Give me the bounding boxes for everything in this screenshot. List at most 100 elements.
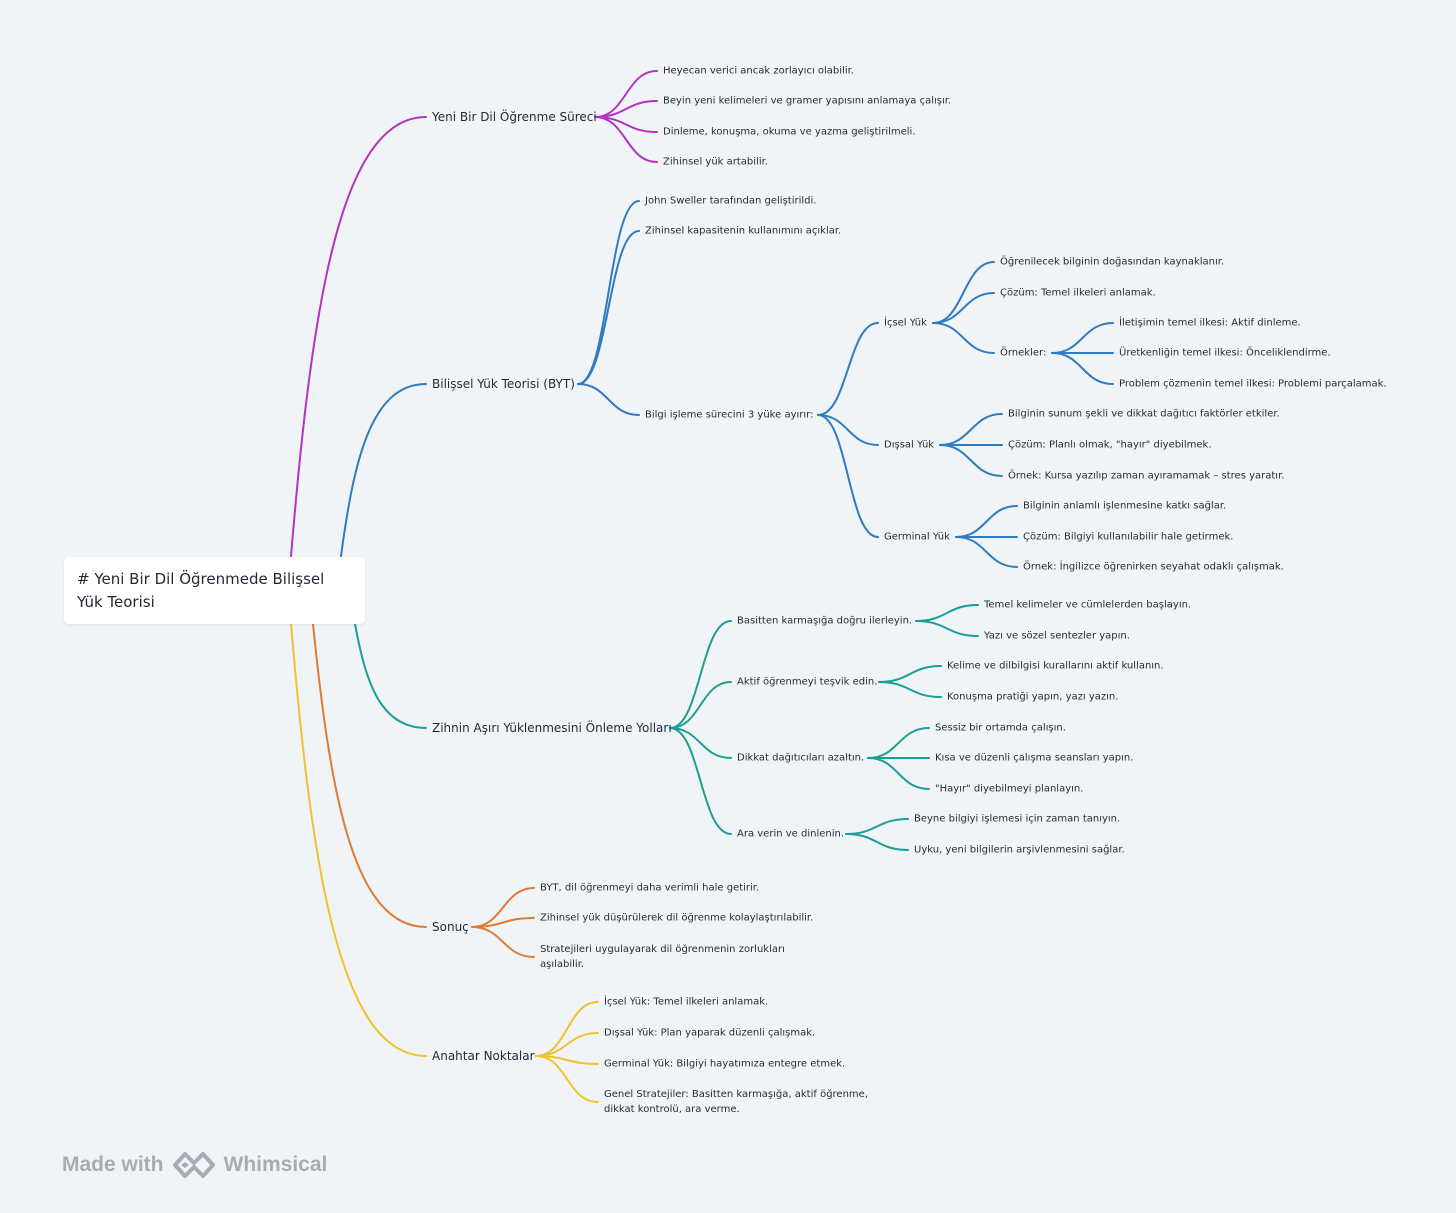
node-0-2[interactable]: Dinleme, konuşma, okuma ve yazma gelişti… <box>663 125 916 140</box>
node-label: Basitten karmaşığa doğru ilerleyin. <box>737 615 913 627</box>
node-label: Beyin yeni kelimeleri ve gramer yapısını… <box>663 95 952 107</box>
node-1-2[interactable]: Bilgi işleme sürecini 3 yüke ayırır: <box>645 408 813 423</box>
node-2[interactable]: Zihnin Aşırı Yüklenmesini Önleme Yolları <box>432 720 672 736</box>
node-4-1[interactable]: Dışsal Yük: Plan yaparak düzenli çalışma… <box>604 1026 815 1041</box>
made-with-whimsical-badge[interactable]: Made with Whimsical <box>62 1148 327 1182</box>
node-1-2-0-2-1[interactable]: Üretkenliğin temel ilkesi: Önceliklendir… <box>1119 346 1331 361</box>
connector-2-0 <box>669 620 732 729</box>
node-1-2-0-1[interactable]: Çözüm: Temel ilkeleri anlamak. <box>1000 286 1156 301</box>
connector-4-3 <box>535 1055 599 1103</box>
node-4-3[interactable]: Genel Stratejiler: Basitten karmaşığa, a… <box>604 1087 874 1117</box>
node-1-2-0-2[interactable]: Örnekler: <box>1000 346 1046 361</box>
connector-1-2-0-2 <box>932 322 995 354</box>
node-1-2-2-2[interactable]: Örnek: İngilizce öğrenirken seyahat odak… <box>1023 560 1284 575</box>
node-label: BYT, dil öğrenmeyi daha verimli hale get… <box>540 882 760 894</box>
node-3-0[interactable]: BYT, dil öğrenmeyi daha verimli hale get… <box>540 881 759 896</box>
node-label: John Sweller tarafından geliştirildi. <box>645 195 817 207</box>
node-1-1[interactable]: Zihinsel kapasitenin kullanımını açıklar… <box>645 224 841 239</box>
node-label: Bilgi işleme sürecini 3 yüke ayırır: <box>645 409 814 421</box>
made-with-text: Made with <box>62 1153 164 1176</box>
node-3-2[interactable]: Stratejileri uygulayarak dil öğrenmenin … <box>540 942 800 972</box>
node-2-2-2[interactable]: "Hayır" diyebilmeyi planlayın. <box>935 782 1083 797</box>
node-2-2-0[interactable]: Sessiz bir ortamda çalışın. <box>935 721 1066 736</box>
node-1-2-1-1[interactable]: Çözüm: Planlı olmak, "hayır" diyebilmek. <box>1008 438 1212 453</box>
node-2-0-0[interactable]: Temel kelimeler ve cümlelerden başlayın. <box>984 598 1191 613</box>
node-label: Beyne bilgiyi işlemesi için zaman tanıyı… <box>914 813 1121 825</box>
node-label: Problem çözmenin temel ilkesi: Problemi … <box>1119 378 1387 390</box>
root-node[interactable]: # Yeni Bir Dil Öğrenmede Bilişsel Yük Te… <box>64 557 365 624</box>
node-label: Zihinsel kapasitenin kullanımını açıklar… <box>645 225 842 237</box>
node-1-2-1[interactable]: Dışsal Yük <box>884 438 934 453</box>
node-label: Çözüm: Temel ilkeleri anlamak. <box>1000 287 1156 299</box>
node-2-3-0[interactable]: Beyne bilgiyi işlemesi için zaman tanıyı… <box>914 812 1120 827</box>
node-1-2-0[interactable]: İçsel Yük <box>884 316 927 331</box>
node-label: Dışsal Yük: Plan yaparak düzenli çalışma… <box>604 1027 816 1039</box>
node-label: Aktif öğrenmeyi teşvik edin. <box>737 676 878 688</box>
connector-2-2 <box>669 727 732 759</box>
node-2-3[interactable]: Ara verin ve dinlenin. <box>737 827 844 842</box>
node-label: Çözüm: Planlı olmak, "hayır" diyebilmek. <box>1008 439 1212 451</box>
node-1-0[interactable]: John Sweller tarafından geliştirildi. <box>645 194 816 209</box>
connector-root-0 <box>290 116 427 557</box>
node-2-1-1[interactable]: Konuşma pratiği yapın, yazı yazın. <box>947 690 1118 705</box>
connector-1-2 <box>577 383 640 416</box>
node-label: Bilişsel Yük Teorisi (BYT) <box>432 377 575 391</box>
node-0-3[interactable]: Zihinsel yük artabilir. <box>663 155 768 170</box>
connector-1-2-1-0 <box>939 413 1003 446</box>
connector-1-2-1-2 <box>939 444 1003 477</box>
node-label: Konuşma pratiği yapın, yazı yazın. <box>947 691 1119 703</box>
node-2-0[interactable]: Basitten karmaşığa doğru ilerleyin. <box>737 614 912 629</box>
node-label: Örnekler: <box>1000 347 1047 359</box>
node-1-2-0-2-0[interactable]: İletişimin temel ilkesi: Aktif dinleme. <box>1119 316 1301 331</box>
node-2-1[interactable]: Aktif öğrenmeyi teşvik edin. <box>737 675 877 690</box>
connector-4-0 <box>535 1001 599 1057</box>
node-label: Heyecan verici ancak zorlayıcı olabilir. <box>663 65 854 77</box>
node-1-2-1-2[interactable]: Örnek: Kursa yazılıp zaman ayıramamak – … <box>1008 469 1284 484</box>
connector-1-2-0-2-0 <box>1051 322 1114 354</box>
connector-2-3-0 <box>845 818 909 835</box>
node-4-0[interactable]: İçsel Yük: Temel ilkeleri anlamak. <box>604 995 768 1010</box>
connector-2-1 <box>669 681 732 729</box>
node-2-2-1[interactable]: Kısa ve düzenli çalışma seansları yapın. <box>935 751 1133 766</box>
node-label: Stratejileri uygulayarak dil öğrenmenin … <box>540 944 785 970</box>
connector-1-2-0-0 <box>932 261 995 324</box>
connector-1-2-2 <box>817 414 879 538</box>
node-0-0[interactable]: Heyecan verici ancak zorlayıcı olabilir. <box>663 64 854 79</box>
node-4-2[interactable]: Germinal Yük: Bilgiyi hayatımıza entegre… <box>604 1057 845 1072</box>
connector-4-1 <box>535 1032 599 1057</box>
node-label: Uyku, yeni bilgilerin arşivlenmesini sağ… <box>914 844 1125 856</box>
node-3-1[interactable]: Zihinsel yük düşürülerek dil öğrenme kol… <box>540 911 813 926</box>
node-label: Dikkat dağıtıcıları azaltın. <box>737 752 865 764</box>
node-0-1[interactable]: Beyin yeni kelimeleri ve gramer yapısını… <box>663 94 951 109</box>
whimsical-logo-icon <box>172 1152 215 1178</box>
node-1-2-1-0[interactable]: Bilginin sunum şekli ve dikkat dağıtıcı … <box>1008 407 1280 422</box>
node-0[interactable]: Yeni Bir Dil Öğrenme Süreci <box>432 109 597 125</box>
node-2-2[interactable]: Dikkat dağıtıcıları azaltın. <box>737 751 864 766</box>
node-2-0-1[interactable]: Yazı ve sözel sentezler yapın. <box>984 629 1130 644</box>
node-2-3-1[interactable]: Uyku, yeni bilgilerin arşivlenmesini sağ… <box>914 843 1125 858</box>
node-label: Sessiz bir ortamda çalışın. <box>935 722 1066 734</box>
connector-0-0 <box>594 70 658 118</box>
node-1-2-0-0[interactable]: Öğrenilecek bilginin doğasından kaynakla… <box>1000 255 1224 270</box>
node-3[interactable]: Sonuç <box>432 919 469 935</box>
node-1-2-2-1[interactable]: Çözüm: Bilgiyi kullanılabilir hale getir… <box>1023 530 1233 545</box>
node-label: Yeni Bir Dil Öğrenme Süreci <box>432 110 597 124</box>
node-label: Germinal Yük <box>884 531 950 543</box>
node-4[interactable]: Anahtar Noktalar <box>432 1048 535 1064</box>
node-1-2-0-2-2[interactable]: Problem çözmenin temel ilkesi: Problemi … <box>1119 377 1387 392</box>
root-title: # Yeni Bir Dil Öğrenmede Bilişsel Yük Te… <box>77 570 325 611</box>
connector-2-0-0 <box>915 604 979 622</box>
node-1-2-2[interactable]: Germinal Yük <box>884 530 950 545</box>
node-label: Germinal Yük: Bilgiyi hayatımıza entegre… <box>604 1058 846 1070</box>
node-label: Sonuç <box>432 920 469 934</box>
connector-root-2 <box>354 623 427 729</box>
node-2-1-0[interactable]: Kelime ve dilbilgisi kurallarını aktif k… <box>947 659 1164 674</box>
connector-2-2-0 <box>867 727 930 759</box>
node-label: Kısa ve düzenli çalışma seansları yapın. <box>935 752 1134 764</box>
node-1-2-2-0[interactable]: Bilginin anlamlı işlenmesine katkı sağla… <box>1023 499 1226 514</box>
connector-2-1-0 <box>878 665 942 683</box>
connector-3-1 <box>471 917 535 928</box>
node-1[interactable]: Bilişsel Yük Teorisi (BYT) <box>432 376 575 392</box>
connector-1-2-2-0 <box>955 505 1018 538</box>
connector-2-3-1 <box>845 833 909 851</box>
